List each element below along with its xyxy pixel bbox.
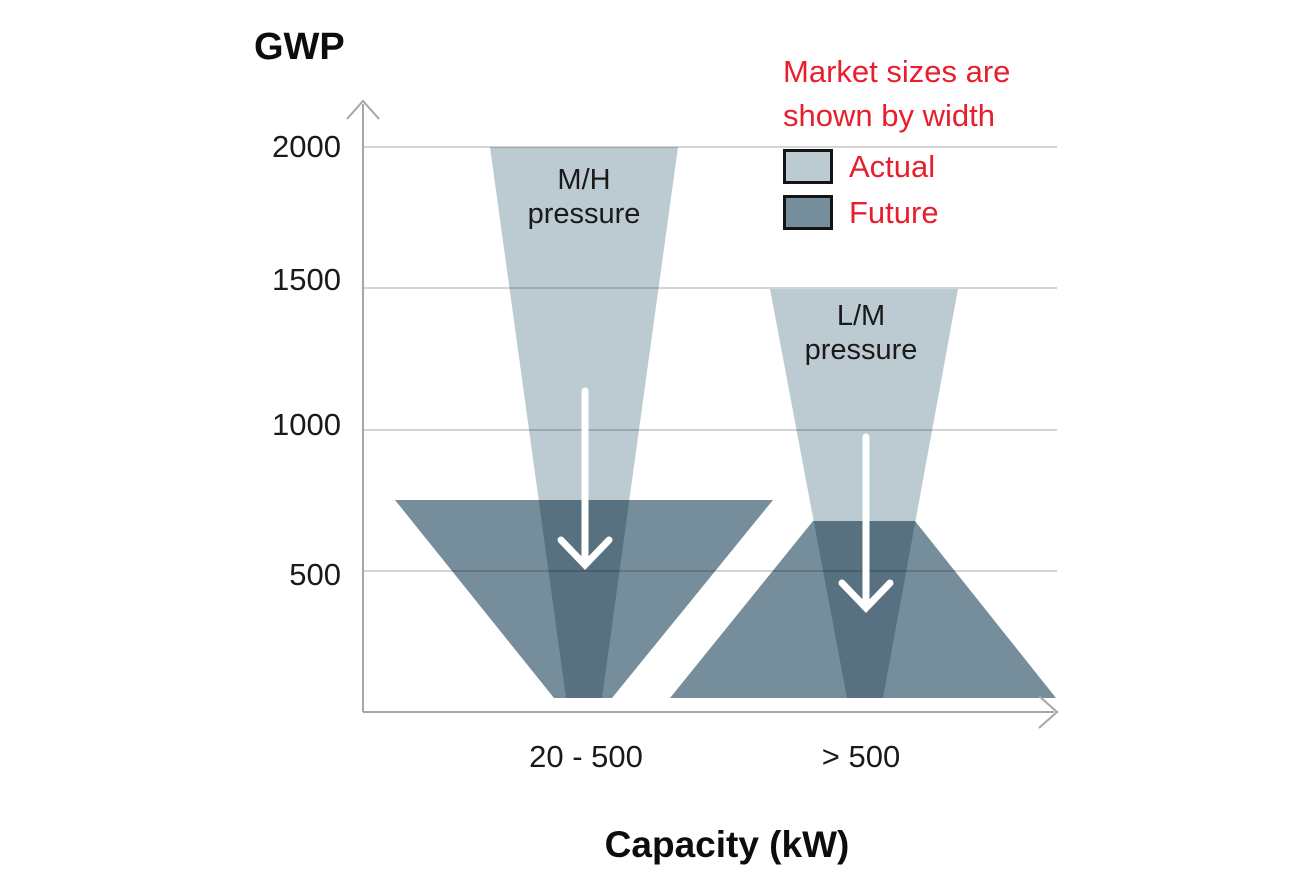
y-tick-2000: 2000 xyxy=(272,129,341,164)
trend-arrows xyxy=(557,387,894,614)
y-tick-500: 500 xyxy=(289,557,341,592)
y-tick-1500: 1500 xyxy=(272,262,341,297)
down-arrow-right-head xyxy=(838,579,894,614)
legend-swatch-actual xyxy=(783,149,833,184)
y-axis-title: GWP xyxy=(254,26,345,68)
x-tick-20-500: 20 - 500 xyxy=(529,739,643,774)
legend-item-actual: Actual xyxy=(783,149,1010,184)
x-tick-over-500: > 500 xyxy=(821,739,901,774)
legend: Market sizes are shown by width Actual F… xyxy=(783,50,1010,230)
funnel-label-mh-line1: M/H xyxy=(557,164,611,196)
legend-note: Market sizes are shown by width xyxy=(783,50,1010,138)
funnel-label-mh-pressure: M/H pressure xyxy=(528,163,641,231)
funnel-label-lm-pressure: L/M pressure xyxy=(805,299,918,367)
funnel-label-lm-line1: L/M xyxy=(836,300,886,332)
legend-note-line2: shown by width xyxy=(783,98,995,133)
legend-swatch-future xyxy=(783,195,833,230)
x-axis-arrowhead-icon xyxy=(1038,695,1059,729)
axes xyxy=(346,99,1059,729)
legend-label-future: Future xyxy=(849,195,939,230)
down-arrow-icon-right xyxy=(838,433,894,614)
legend-item-future: Future xyxy=(783,195,1010,230)
down-arrow-left-head xyxy=(557,536,613,571)
y-axis-arrowhead-icon xyxy=(346,99,380,120)
y-tick-1000: 1000 xyxy=(272,407,341,442)
legend-note-line1: Market sizes are xyxy=(783,54,1011,89)
funnel-label-mh-line2: pressure xyxy=(527,198,641,230)
down-arrow-icon-left xyxy=(557,387,613,571)
funnel-label-lm-line2: pressure xyxy=(804,334,918,366)
legend-label-actual: Actual xyxy=(849,149,936,184)
x-axis-title: Capacity (kW) xyxy=(604,824,850,865)
